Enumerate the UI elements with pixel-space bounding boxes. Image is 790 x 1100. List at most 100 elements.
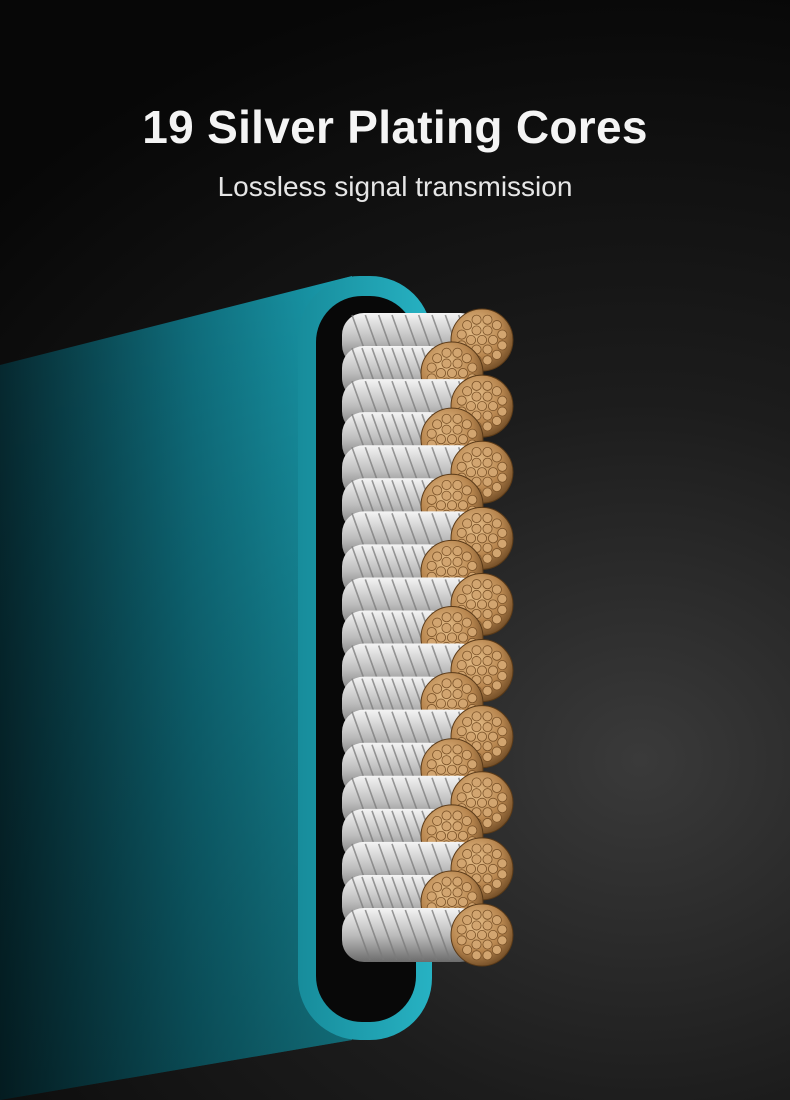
copper-wire-end <box>457 566 468 577</box>
copper-wire-end <box>426 891 437 902</box>
copper-wire-end <box>435 830 446 841</box>
copper-wire-end <box>452 612 463 623</box>
copper-wire-end <box>461 882 472 893</box>
conductor-core <box>342 903 514 967</box>
copper-wire-end <box>435 764 446 775</box>
copper-wire-end <box>471 457 482 468</box>
copper-wire-end <box>446 830 457 841</box>
copper-wire-end <box>497 792 508 803</box>
copper-wire-end <box>452 678 463 689</box>
copper-wire-end <box>482 939 493 950</box>
copper-wire-end <box>482 909 493 920</box>
copper-wire-end <box>456 660 467 671</box>
copper-wire-end <box>435 896 446 907</box>
copper-wire-end <box>426 494 437 505</box>
copper-wire-end <box>441 413 452 424</box>
headline: 19 Silver Plating Cores <box>142 101 648 153</box>
copper-wire-end <box>471 589 482 600</box>
copper-wire-end <box>462 518 473 529</box>
copper-wire-end <box>465 797 476 808</box>
copper-wire-end <box>471 950 482 961</box>
copper-wire-end <box>491 782 502 793</box>
copper-wire-end <box>432 353 443 364</box>
copper-wire-end <box>456 726 467 737</box>
copper-wire-end <box>497 461 508 472</box>
copper-wire-end <box>441 556 452 567</box>
copper-wire-end <box>491 915 502 926</box>
copper-wire-end <box>446 632 457 643</box>
copper-wire-end <box>461 419 472 430</box>
copper-wire-end <box>471 939 482 950</box>
copper-wire-end <box>432 683 443 694</box>
copper-wire-end <box>426 627 437 638</box>
copper-wire-end <box>462 716 473 727</box>
subheadline: Lossless signal transmission <box>217 171 573 202</box>
copper-wire-end <box>467 693 478 704</box>
copper-wire-end <box>452 810 463 821</box>
copper-wire-end <box>441 821 452 832</box>
copper-wire-end <box>467 891 478 902</box>
copper-wire-end <box>456 935 467 946</box>
copper-wire-end <box>465 334 476 345</box>
copper-wire-end <box>461 353 472 364</box>
copper-wire-end <box>426 560 437 571</box>
copper-wire-end <box>467 362 478 373</box>
copper-wire-end <box>491 386 502 397</box>
copper-wire-end <box>482 421 493 432</box>
copper-wire-end <box>482 476 493 487</box>
copper-wire-end <box>441 347 452 358</box>
copper-wire-end <box>441 744 452 755</box>
copper-wire-end <box>497 737 508 748</box>
copper-wire-end <box>462 320 473 331</box>
copper-wire-end <box>457 434 468 445</box>
copper-wire-end <box>487 533 498 544</box>
copper-wire-end <box>456 527 467 538</box>
copper-wire-end <box>446 434 457 445</box>
copper-wire-end <box>482 675 493 686</box>
copper-wire-end <box>457 500 468 511</box>
copper-wire-end <box>441 678 452 689</box>
copper-wire-end <box>461 815 472 826</box>
copper-wire-end <box>491 716 502 727</box>
copper-wire-end <box>491 320 502 331</box>
copper-wire-end <box>482 741 493 752</box>
copper-wire-end <box>446 368 457 379</box>
copper-wire-end <box>487 334 498 345</box>
copper-wire-end <box>487 863 498 874</box>
copper-wire-end <box>432 419 443 430</box>
copper-wire-end <box>435 500 446 511</box>
copper-wire-end <box>482 807 493 818</box>
copper-wire-end <box>452 358 463 369</box>
copper-wire-end <box>491 415 502 426</box>
copper-wire-end <box>441 810 452 821</box>
copper-wire-end <box>456 792 467 803</box>
copper-wire-end <box>476 863 487 874</box>
copper-wire-end <box>426 693 437 704</box>
copper-wire-end <box>487 731 498 742</box>
copper-wire-end <box>441 490 452 501</box>
copper-wire-end <box>432 815 443 826</box>
copper-wire-end <box>462 584 473 595</box>
copper-wire-end <box>497 340 508 351</box>
copper-wire-end <box>441 358 452 369</box>
copper-wire-end <box>467 560 478 571</box>
copper-wire-end <box>457 764 468 775</box>
copper-wire-end <box>491 944 502 955</box>
copper-wire-end <box>497 670 508 681</box>
copper-wire-end <box>482 513 493 524</box>
cable-jacket-shade <box>0 276 352 1100</box>
copper-wire-end <box>461 551 472 562</box>
copper-wire-end <box>452 876 463 887</box>
copper-wire-end <box>456 858 467 869</box>
copper-wire-end <box>452 689 463 700</box>
copper-wire-end <box>467 627 478 638</box>
copper-wire-end <box>476 599 487 610</box>
copper-wire-end <box>471 523 482 534</box>
copper-wire-end <box>482 344 493 355</box>
copper-wire-end <box>446 896 457 907</box>
copper-wire-end <box>452 490 463 501</box>
copper-wire-end <box>491 680 502 691</box>
copper-wire-end <box>491 849 502 860</box>
